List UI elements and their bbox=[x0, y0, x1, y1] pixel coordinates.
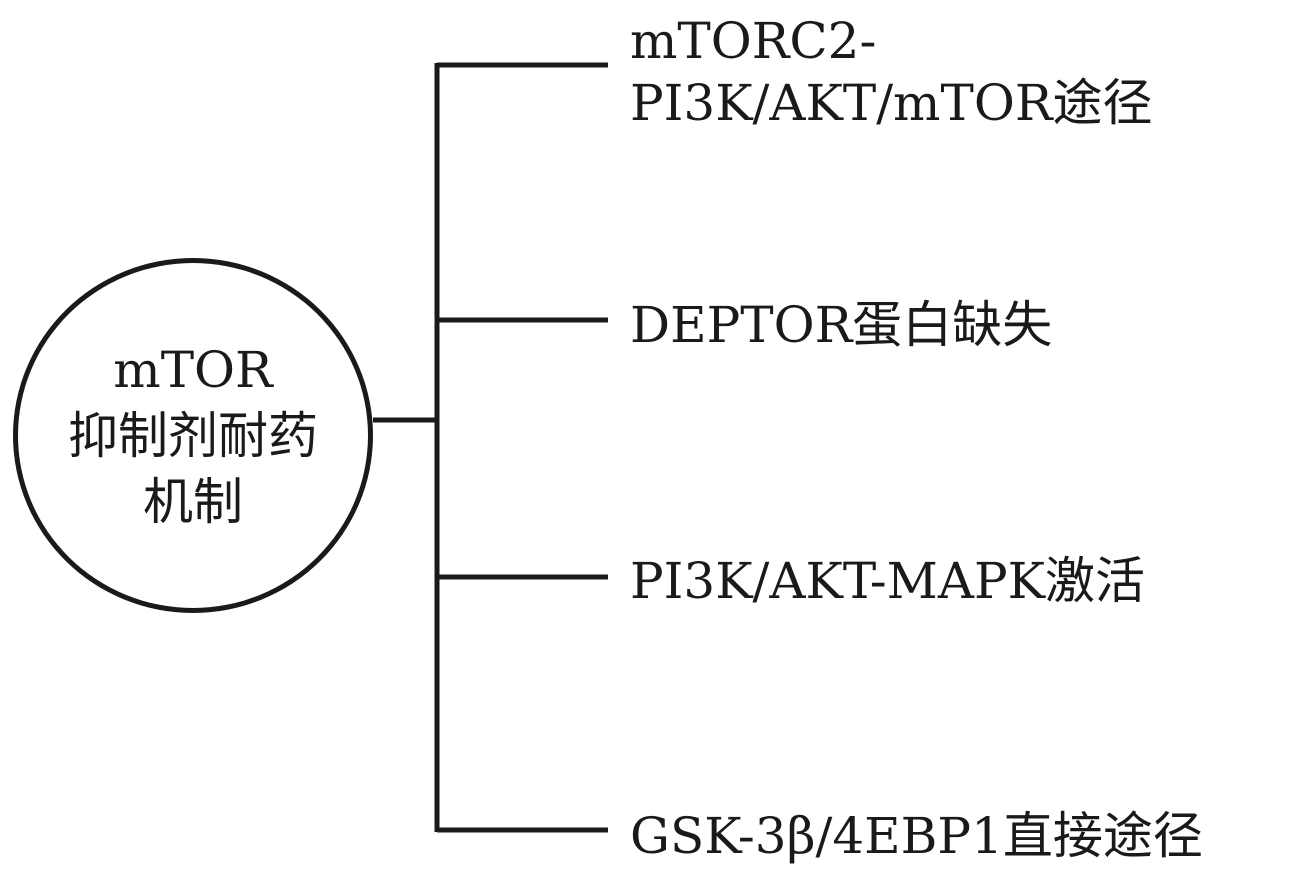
branch-label-3: PI3K/AKT-MAPK激活 bbox=[630, 550, 1145, 612]
branch-label-1: mTORC2- PI3K/AKT/mTOR途径 bbox=[630, 10, 1152, 134]
center-node-circle bbox=[13, 258, 373, 613]
center-label-line-3: 机制 bbox=[143, 472, 243, 531]
branch-2-line-1: DEPTOR蛋白缺失 bbox=[630, 296, 1053, 354]
center-node-label: mTOR 抑制剂耐药 机制 bbox=[13, 258, 373, 613]
branch-1-line-2: PI3K/AKT/mTOR途径 bbox=[630, 74, 1153, 132]
center-label-line-2: 抑制剂耐药 bbox=[68, 406, 318, 465]
center-label-line-1: mTOR bbox=[113, 340, 273, 399]
branch-3-line-1: PI3K/AKT-MAPK激活 bbox=[630, 552, 1145, 610]
branch-label-4: GSK-3β/4EBP1直接途径 bbox=[630, 805, 1203, 867]
branch-label-2: DEPTOR蛋白缺失 bbox=[630, 294, 1052, 356]
branch-4-line-1: GSK-3β/4EBP1直接途径 bbox=[630, 807, 1203, 865]
branch-1-line-1: mTORC2- bbox=[630, 12, 877, 70]
